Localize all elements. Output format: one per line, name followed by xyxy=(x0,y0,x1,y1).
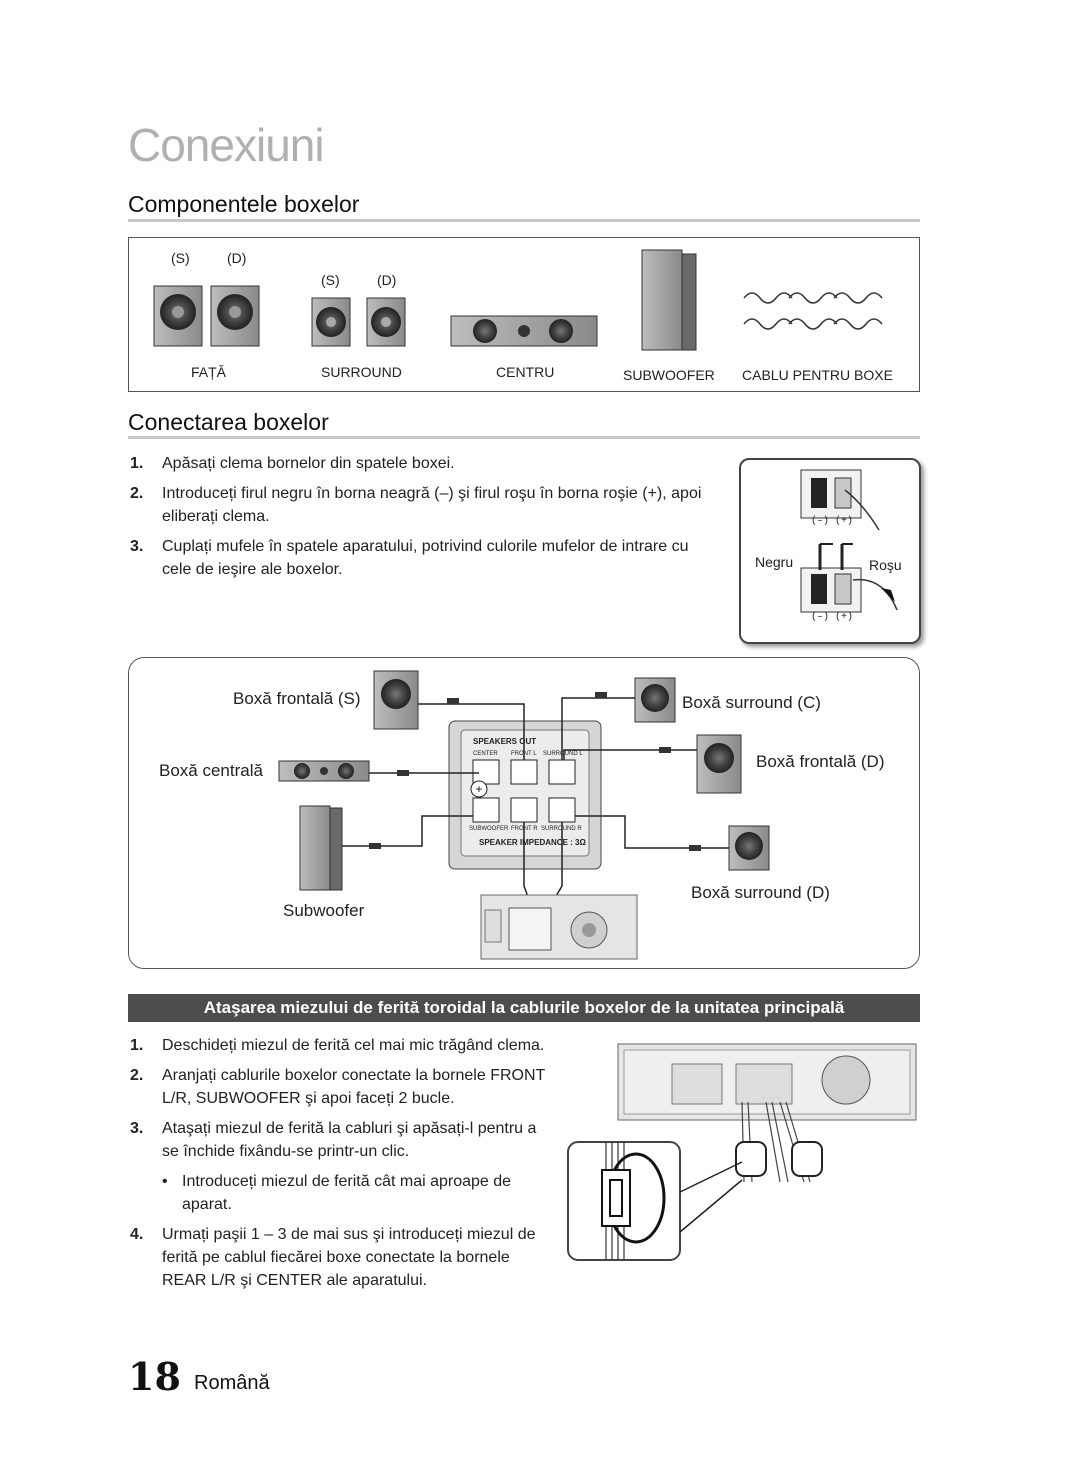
front-left-speaker-icon xyxy=(373,670,419,730)
front-right-speaker-icon xyxy=(696,734,742,794)
components-panel: (S) (D) (S) (D) FAȚĂ SURROUND CENTRU SUB… xyxy=(128,237,920,392)
center-label: CENTRU xyxy=(496,364,555,380)
front-label: FAȚĂ xyxy=(191,364,227,380)
port-front-r-label: FRONT R xyxy=(511,826,538,832)
center-speaker-label: Boxă centrală xyxy=(159,761,263,780)
front-right-speaker-icon xyxy=(210,285,260,347)
list-item: 2.Introduceți firul negru în borna neagr… xyxy=(130,485,702,525)
polarity-bottom: (–) (+) xyxy=(811,612,854,623)
list-item: 4.Urmați paşii 1 – 3 de mai sus şi intro… xyxy=(130,1226,536,1289)
ferrite-core-icon xyxy=(567,1043,917,1261)
page-title: Conexiuni xyxy=(128,119,325,171)
center-speaker-icon xyxy=(278,760,370,782)
speaker-cable-icon xyxy=(743,292,883,330)
red-wire-label: Roşu xyxy=(869,557,902,573)
port-surround-l-label: SURROUND L xyxy=(543,751,583,757)
black-wire-label: Negru xyxy=(755,554,794,570)
subwoofer-speaker-label: Subwoofer xyxy=(283,901,365,920)
section-divider xyxy=(128,219,920,222)
surround-left-label: Boxă surround (C) xyxy=(682,693,821,712)
surround-label: SURROUND xyxy=(321,364,402,380)
front-right-label: Boxă frontală (D) xyxy=(756,752,885,771)
components-illustration xyxy=(153,249,883,351)
subwoofer-icon xyxy=(641,249,697,351)
surround-left-speaker-icon xyxy=(311,297,351,347)
list-item: •Introduceți miezul de ferită cât mai ap… xyxy=(162,1173,512,1213)
front-left-speaker-icon xyxy=(153,285,203,347)
terminal-clips-icon xyxy=(800,469,898,613)
surround-right-speaker-icon xyxy=(366,297,406,347)
page-language: Română xyxy=(194,1372,270,1394)
surround-right-marker: (D) xyxy=(377,272,397,288)
page-number: 18 xyxy=(128,1354,181,1399)
list-item: 3.Cuplați mufele în spatele aparatului, … xyxy=(130,538,689,578)
connect-steps: 1.Apăsați clema bornelor din spatele box… xyxy=(130,452,710,588)
main-unit-icon xyxy=(480,894,638,960)
port-surround-r-label: SURROUND R xyxy=(541,826,582,832)
polarity-top: (–) (+) xyxy=(811,516,854,527)
connection-wiring: + xyxy=(278,670,770,960)
front-left-marker: (S) xyxy=(171,250,190,266)
list-item: 1.Apăsați clema bornelor din spatele box… xyxy=(130,455,455,472)
terminal-illustration: (–) (+) (–) (+) Negru Roşu xyxy=(739,458,921,644)
section-title-components: Componentele boxelor xyxy=(128,191,360,217)
section-title-connect: Conectarea boxelor xyxy=(128,409,329,435)
ferrite-illustration xyxy=(566,1042,920,1262)
list-item: 1.Deschideți miezul de ferită cel mai mi… xyxy=(130,1037,545,1054)
cable-label: CABLU PENTRU BOXE xyxy=(742,367,893,383)
port-subwoofer-label: SUBWOOFER xyxy=(469,826,509,832)
svg-text:+: + xyxy=(475,782,482,796)
center-speaker-icon xyxy=(450,315,598,347)
surround-right-speaker-icon xyxy=(728,825,770,871)
surround-left-marker: (S) xyxy=(321,272,340,288)
list-item: 3.Ataşați miezul de ferită la cabluri şi… xyxy=(130,1120,537,1160)
front-left-label: Boxă frontală (S) xyxy=(233,689,361,708)
list-item: 2.Aranjați cablurile boxelor conectate l… xyxy=(130,1067,546,1107)
ferrite-steps: 1.Deschideți miezul de ferită cel mai mi… xyxy=(130,1034,550,1299)
section-divider xyxy=(128,436,920,439)
speakers-out-title: SPEAKERS OUT xyxy=(473,737,537,746)
subwoofer-label: SUBWOOFER xyxy=(623,367,715,383)
impedance-label: SPEAKER IMPEDANCE : 3Ω xyxy=(479,838,586,847)
front-right-marker: (D) xyxy=(227,250,247,266)
surround-right-label: Boxă surround (D) xyxy=(691,883,830,902)
port-front-l-label: FRONT L xyxy=(511,751,537,757)
connection-diagram: + SPEAKERS OUT CENTER FRONT L xyxy=(128,657,920,969)
surround-left-speaker-icon xyxy=(634,677,676,723)
ferrite-section-banner: Ataşarea miezului de ferită toroidal la … xyxy=(128,994,920,1022)
subwoofer-icon xyxy=(299,805,343,891)
port-center-label: CENTER xyxy=(473,751,498,757)
